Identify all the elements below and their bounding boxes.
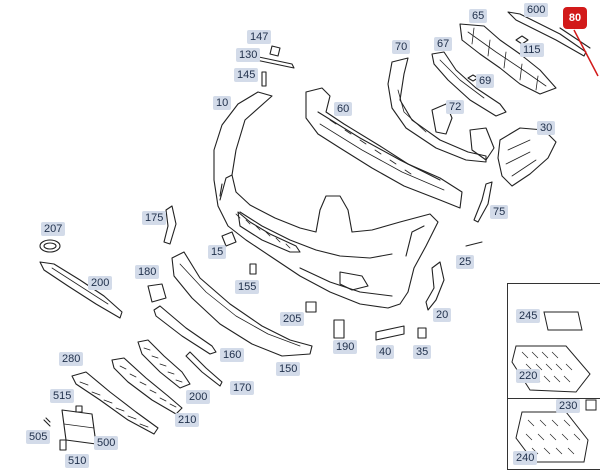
part-label-67[interactable]: 67 [434, 37, 453, 51]
part-label-230[interactable]: 230 [556, 399, 581, 413]
part-label-210[interactable]: 210 [175, 413, 200, 427]
strip-part-170 [185, 351, 223, 387]
bracket-part-30 [469, 127, 557, 187]
part-label-72[interactable]: 72 [446, 100, 465, 114]
bracket-part-72 [431, 103, 453, 135]
part-label-515[interactable]: 515 [50, 389, 75, 403]
lower-grille-part-280 [71, 371, 159, 435]
part-label-20[interactable]: 20 [433, 308, 452, 322]
part-label-175[interactable]: 175 [142, 211, 167, 225]
part-label-600[interactable]: 600 [524, 3, 549, 17]
part-label-220[interactable]: 220 [516, 369, 541, 383]
part-label-505[interactable]: 505 [26, 430, 51, 444]
part-label-30[interactable]: 30 [537, 121, 556, 135]
spoiler-part-150 [171, 251, 313, 357]
lower-grille-part-210 [111, 357, 183, 415]
bumper-cover-part-10 [213, 91, 439, 309]
part-label-200b[interactable]: 200 [186, 390, 211, 404]
part-label-70[interactable]: 70 [392, 40, 411, 54]
part-label-245[interactable]: 245 [516, 309, 541, 323]
part-label-190[interactable]: 190 [333, 340, 358, 354]
part-label-145[interactable]: 145 [234, 68, 259, 82]
part-label-207[interactable]: 207 [41, 222, 66, 236]
callout-badge[interactable]: 80 [563, 7, 587, 29]
part-label-150[interactable]: 150 [276, 362, 301, 376]
part-label-160[interactable]: 160 [220, 348, 245, 362]
part-label-205[interactable]: 205 [280, 312, 305, 326]
part-label-69[interactable]: 69 [476, 74, 495, 88]
cover-part-180 [147, 283, 167, 303]
part-label-147[interactable]: 147 [247, 30, 272, 44]
trim-part-600 [507, 11, 591, 57]
grille-trim-part-67 [431, 51, 507, 117]
mesh-part-200b [137, 339, 191, 389]
part-label-115[interactable]: 115 [520, 43, 544, 57]
part-label-10[interactable]: 10 [213, 96, 232, 110]
strip-part-75 [473, 181, 493, 223]
callout-pointer [573, 29, 599, 77]
part-label-40[interactable]: 40 [376, 345, 395, 359]
absorber-part-60 [305, 87, 463, 209]
part-label-500[interactable]: 500 [94, 436, 119, 450]
part-label-170[interactable]: 170 [230, 381, 255, 395]
upper-grille-part-65 [459, 23, 557, 95]
strip-part-160 [153, 305, 217, 355]
fog-ring-part-207 [39, 239, 61, 253]
part-label-75[interactable]: 75 [490, 205, 509, 219]
fastener-parts [43, 405, 83, 451]
part-label-60[interactable]: 60 [334, 102, 353, 116]
part-label-35[interactable]: 35 [413, 345, 432, 359]
clip-parts [221, 35, 597, 411]
lower-trim-part-200a [39, 261, 123, 319]
part-label-180[interactable]: 180 [135, 265, 160, 279]
part-label-155[interactable]: 155 [235, 280, 260, 294]
part-label-25[interactable]: 25 [456, 255, 475, 269]
part-label-130[interactable]: 130 [236, 48, 261, 62]
part-label-280[interactable]: 280 [59, 352, 84, 366]
part-label-240[interactable]: 240 [513, 451, 538, 465]
part-label-510[interactable]: 510 [65, 454, 90, 468]
part-label-15[interactable]: 15 [208, 245, 227, 259]
upper-strip-part-70 [387, 57, 487, 163]
side-trim-parts [163, 205, 445, 311]
part-label-200a[interactable]: 200 [88, 276, 113, 290]
part-label-65[interactable]: 65 [469, 9, 488, 23]
